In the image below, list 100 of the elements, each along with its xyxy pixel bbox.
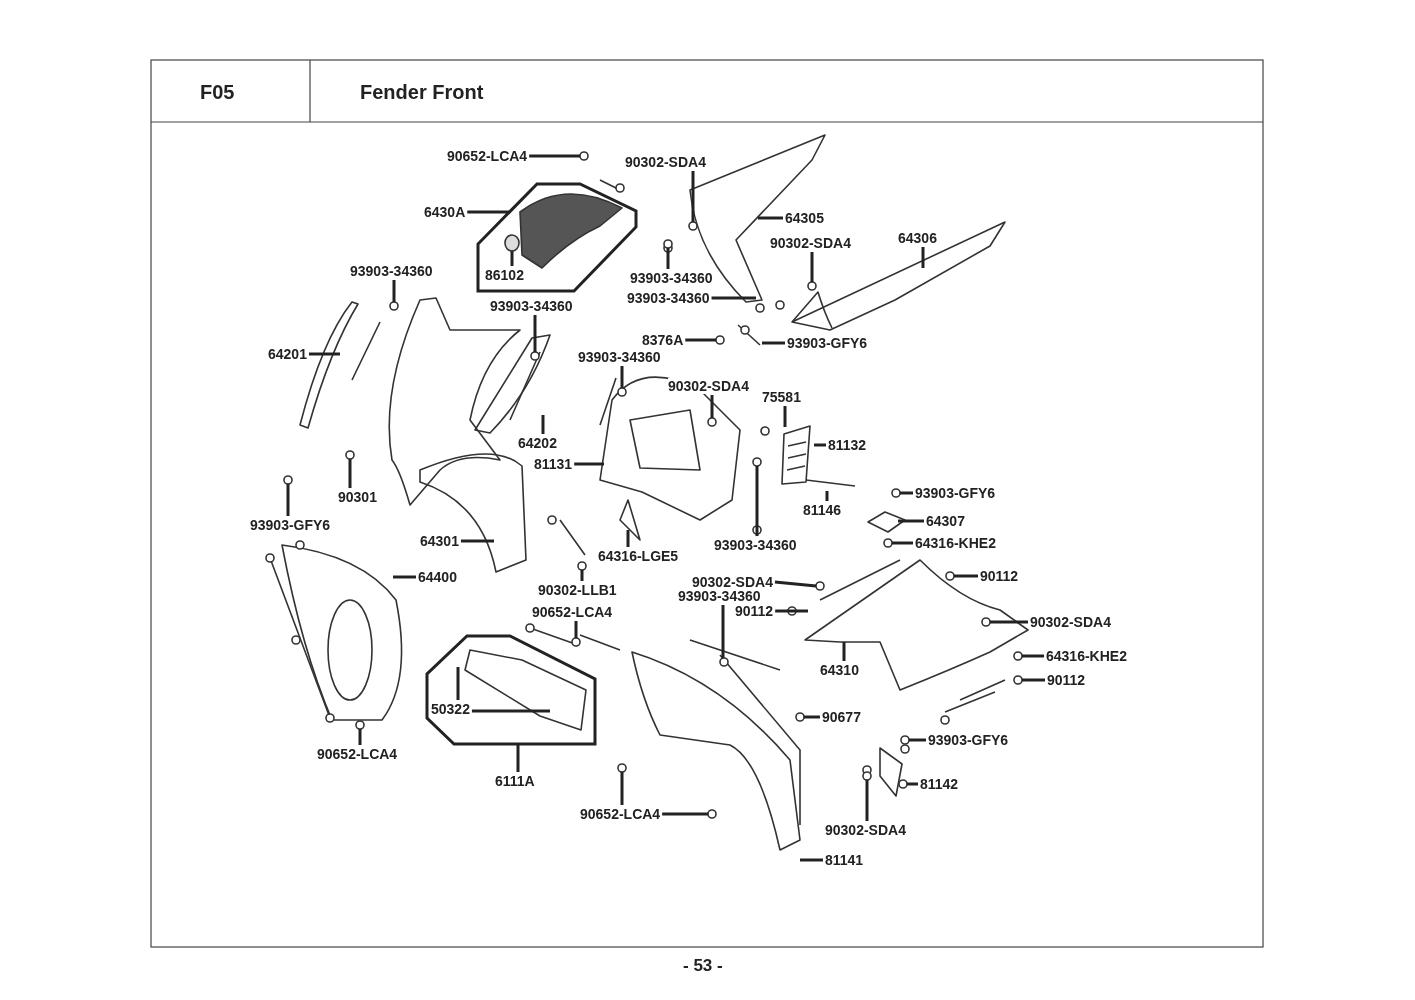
leader-line — [898, 519, 924, 523]
part-number: 93903-34360 — [490, 298, 573, 314]
leader-line — [1022, 678, 1045, 682]
part-number: 90112 — [735, 603, 774, 619]
part-number: 64305 — [785, 210, 824, 226]
leader-line — [460, 539, 494, 543]
section-code: F05 — [200, 80, 235, 104]
part-number: 81141 — [825, 852, 864, 868]
part-number: 90677 — [822, 709, 861, 725]
part-number: 90302-SDA4 — [825, 822, 906, 838]
part-number: 90302-SDA4 — [625, 154, 706, 170]
part-number: 64306 — [898, 230, 937, 246]
leader-line — [308, 352, 340, 356]
leader-line — [662, 812, 708, 816]
leader-line — [900, 491, 913, 495]
part-number: 81146 — [803, 502, 842, 518]
leader-line — [907, 782, 918, 786]
part-number: 64301 — [420, 533, 459, 549]
leader-line — [954, 574, 978, 578]
leader-line — [358, 729, 362, 745]
leader-line — [774, 580, 817, 588]
part-number: 90302-SDA4 — [770, 235, 851, 251]
part-number: 90652-LCA4 — [580, 806, 661, 822]
leader-line — [533, 315, 537, 352]
part-number: 93903-34360 — [714, 537, 797, 553]
part-number: 64316-KHE2 — [915, 535, 996, 551]
leader-line — [755, 466, 759, 536]
part-number: 64202 — [518, 435, 557, 451]
part-number: 90302-SDA4 — [1030, 614, 1111, 630]
page-number: - 53 - — [683, 955, 723, 977]
leader-line — [758, 216, 783, 220]
leader-line — [392, 280, 396, 302]
leader-line — [775, 609, 808, 613]
part-number: 90112 — [1047, 672, 1086, 688]
part-number: 8376A — [642, 332, 684, 348]
part-number: 81131 — [534, 456, 573, 472]
part-number: 93903-34360 — [627, 290, 710, 306]
leader-line — [865, 780, 869, 821]
part-number: 6430A — [424, 204, 466, 220]
leader-line — [516, 744, 520, 772]
leader-line — [710, 395, 714, 418]
leader-line — [842, 642, 846, 661]
leader-line — [921, 247, 925, 268]
leader-line — [574, 462, 604, 466]
part-number: 81142 — [920, 776, 959, 792]
leader-line — [804, 715, 820, 719]
leader-line — [510, 251, 514, 266]
part-number: 93903-GFY6 — [928, 732, 1009, 748]
part-number: 6111A — [495, 773, 535, 789]
part-number: 93903-34360 — [578, 349, 661, 365]
part-number: 64310 — [820, 662, 859, 678]
leader-line — [620, 366, 624, 388]
leader-line — [909, 738, 926, 742]
part-number: 93903-GFY6 — [915, 485, 996, 501]
part-number: 93903-34360 — [630, 270, 713, 286]
leader-line — [1022, 654, 1044, 658]
leader-line — [393, 575, 416, 579]
leader-line — [471, 709, 550, 713]
part-number: 64307 — [926, 513, 965, 529]
part-number: 90652-LCA4 — [317, 746, 398, 762]
leader-line — [456, 667, 460, 700]
part-number: 90652-LCA4 — [447, 148, 528, 164]
leader-line — [762, 341, 785, 345]
leader-line — [574, 621, 578, 638]
leader-line — [800, 858, 823, 862]
part-number: 86102 — [485, 267, 524, 283]
leader-line — [685, 338, 716, 342]
part-number: 93903-34360 — [678, 588, 761, 604]
part-number: 90301 — [338, 489, 377, 505]
leader-line — [541, 415, 545, 434]
leader-line — [721, 605, 725, 658]
leader-line — [348, 459, 352, 488]
part-number: 64201 — [268, 346, 307, 362]
part-number: 90302-LLB1 — [538, 582, 617, 598]
leader-line — [691, 171, 695, 222]
leader-line — [620, 772, 624, 805]
part-number: 64400 — [418, 569, 457, 585]
leader-line — [892, 541, 913, 545]
part-number: 64316-LGE5 — [598, 548, 679, 564]
part-number: 90112 — [980, 568, 1019, 584]
page-title: Fender Front — [360, 80, 484, 104]
leader-line — [825, 491, 829, 501]
part-number: 75581 — [762, 389, 801, 405]
leader-line — [810, 252, 814, 282]
leader-line — [626, 530, 630, 547]
leader-line — [666, 248, 670, 269]
part-number: 93903-GFY6 — [787, 335, 868, 351]
part-number: 90302-SDA4 — [668, 378, 749, 394]
part-number: 90652-LCA4 — [532, 604, 613, 620]
leader-line — [783, 406, 787, 427]
part-number: 93903-GFY6 — [250, 517, 331, 533]
kit-outline — [425, 634, 597, 746]
part-number: 64316-KHE2 — [1046, 648, 1127, 664]
leader-line — [580, 570, 584, 581]
leader-line — [529, 154, 580, 158]
leader-line — [467, 210, 510, 214]
part-number: 50322 — [431, 701, 470, 717]
part-number: 81132 — [828, 437, 867, 453]
leader-line — [814, 443, 826, 447]
leader-line — [286, 484, 290, 516]
